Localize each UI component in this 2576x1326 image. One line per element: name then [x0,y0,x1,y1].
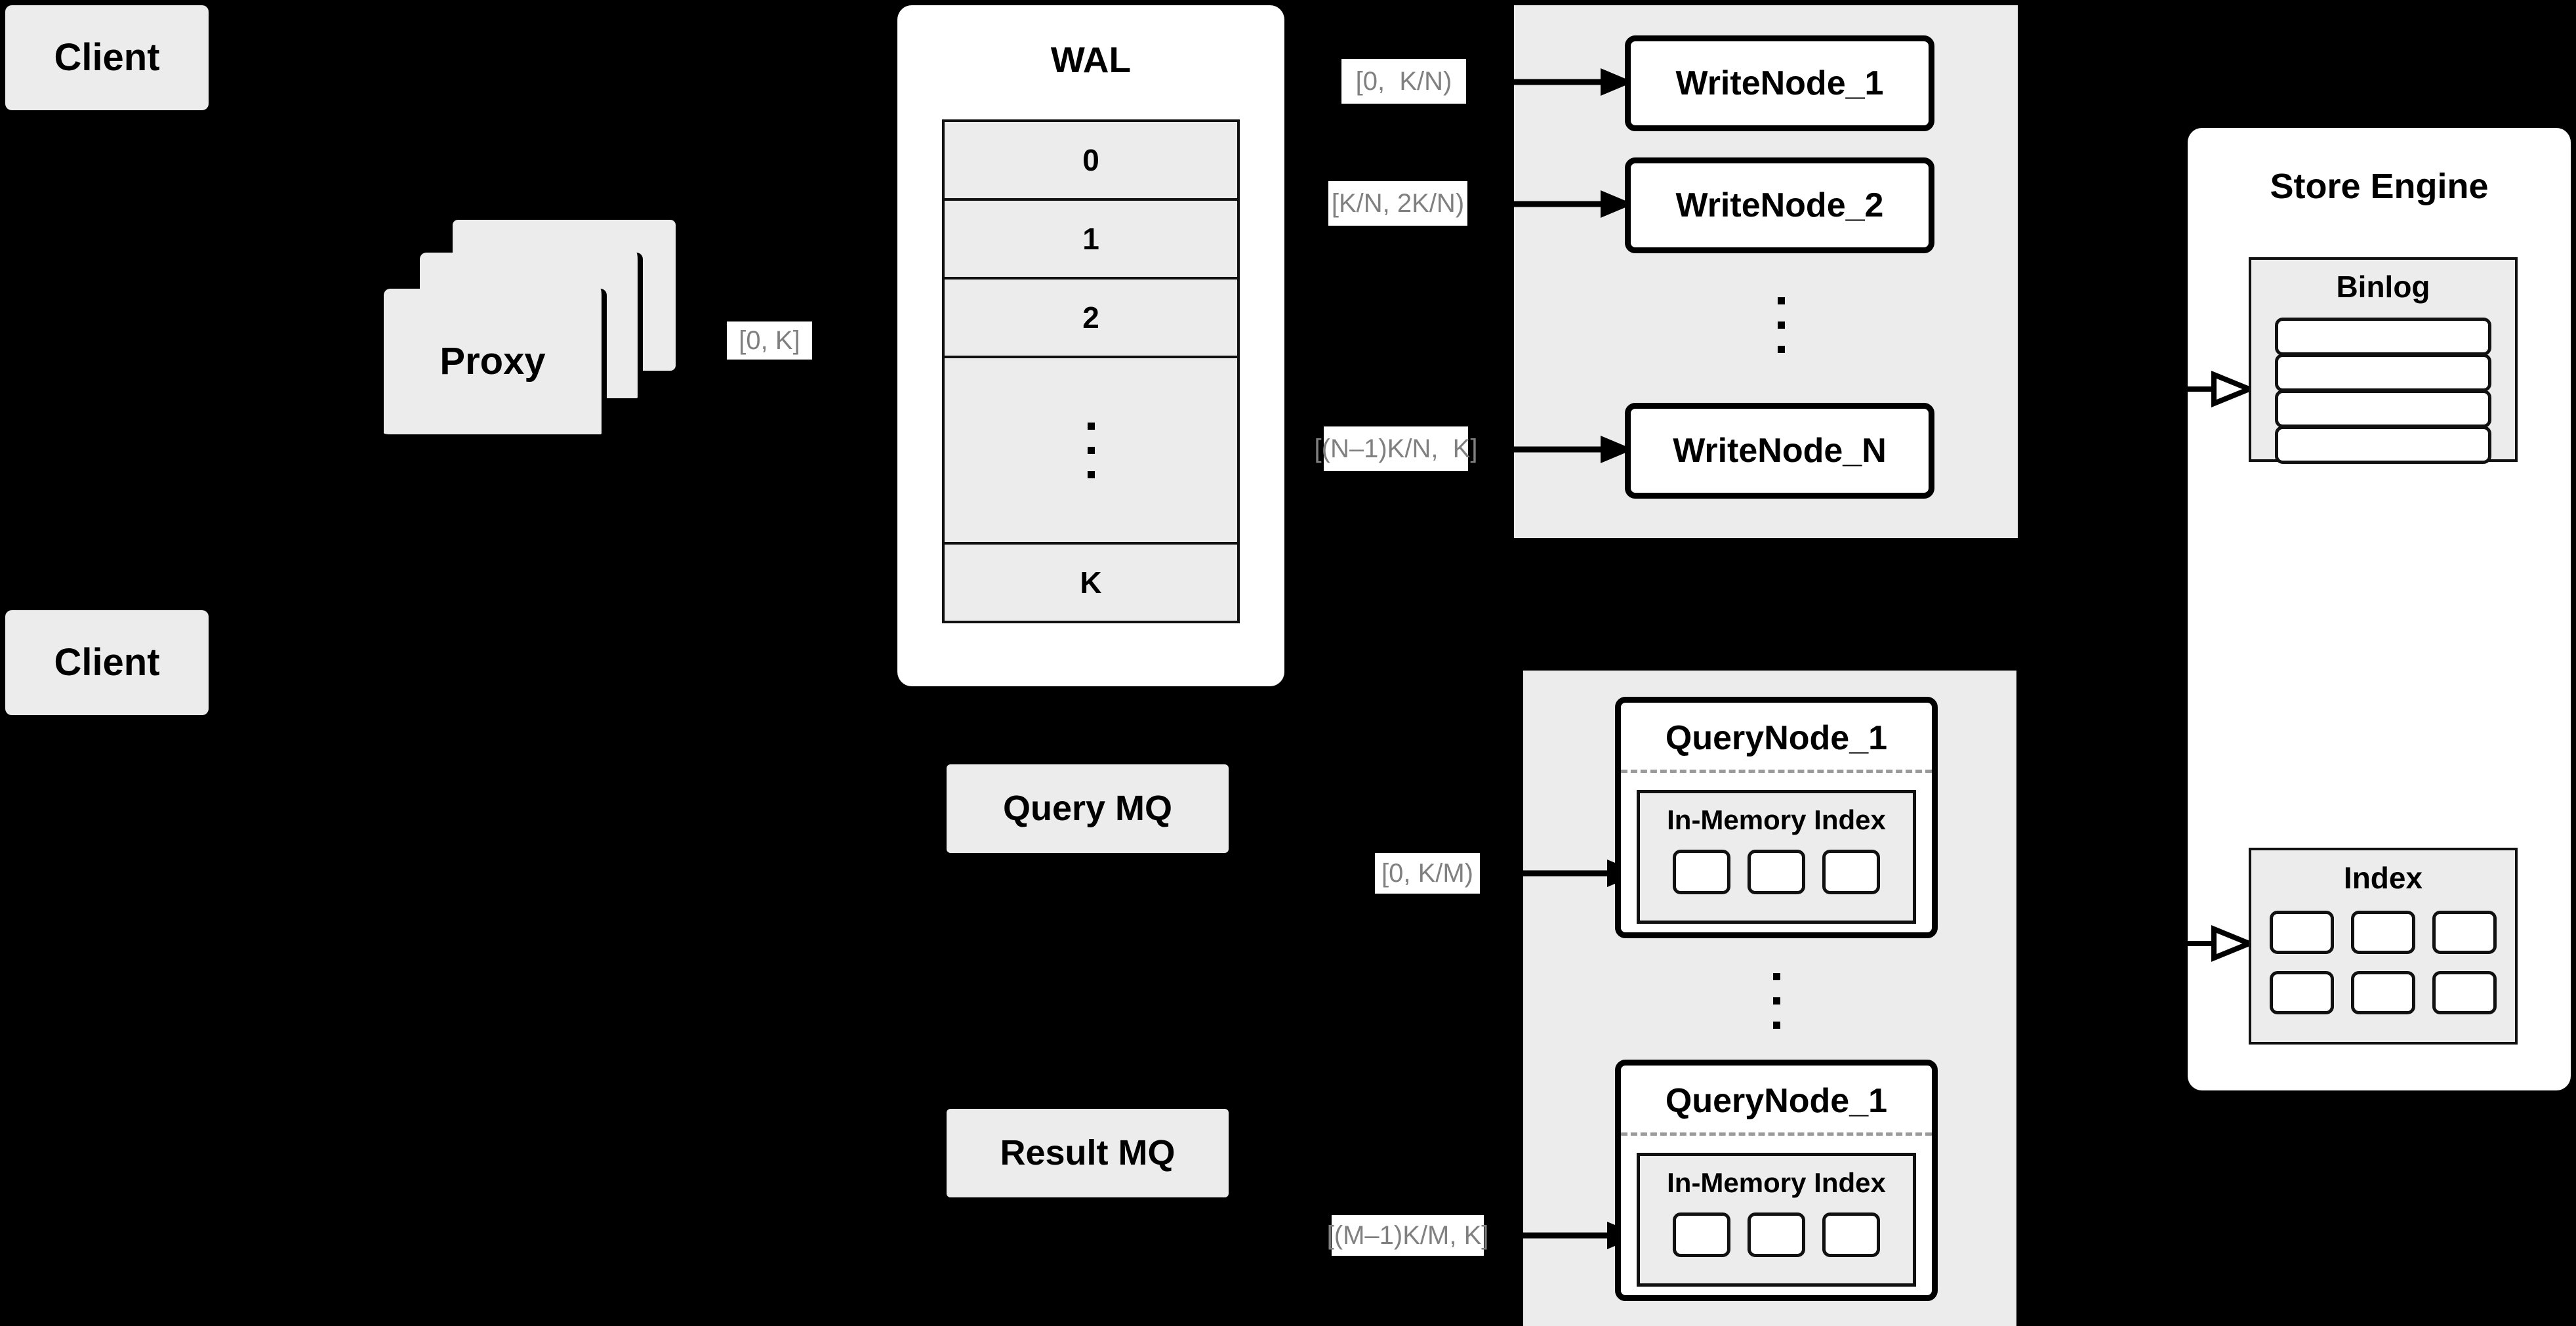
wal-entry-0: 0 [945,122,1237,201]
index-cell-2-2 [2351,971,2415,1014]
write-range-label-2: [K/N, 2K/N) [1328,181,1467,226]
write-node-1-label: WriteNode_1 [1675,64,1884,102]
query-mq-box[interactable]: Query MQ [947,764,1229,853]
client-box-2[interactable]: Client [5,610,209,715]
write-node-2-label: WriteNode_2 [1675,186,1884,224]
proxy-label: Proxy [440,339,546,383]
write-node-n[interactable]: WriteNode_N [1625,403,1934,499]
vertical-ellipsis-icon-write-group [1765,276,1797,374]
index-cell-2-1 [2270,971,2334,1014]
index-grid-row-2 [2270,971,2497,1014]
wal-title: WAL [1050,39,1132,81]
client-label-2: Client [54,640,160,684]
query-node-2-in-memory-index-title: In-Memory Index [1667,1167,1886,1198]
store-engine-title: Store Engine [2270,166,2489,206]
client-box-1[interactable]: Client [5,5,209,110]
wal-entry-2: 2 [945,280,1237,358]
query-mq-label: Query MQ [1002,789,1173,829]
index-cell-1-3 [2432,911,2497,954]
wal-entry-ellipsis [945,358,1237,545]
result-mq-label: Result MQ [1000,1133,1176,1173]
wal-entry-k: K [1080,566,1102,600]
wal-entry-1: 1 [945,201,1237,280]
query-range-label-2: [(M–1)K/M, K] [1327,1215,1488,1256]
query-node-1-divider [1621,770,1932,773]
write-node-1[interactable]: WriteNode_1 [1625,35,1934,131]
client-label-1: Client [54,35,160,79]
query-node-1-in-memory-index: In-Memory Index [1637,790,1916,924]
query-node-2-divider [1621,1132,1932,1136]
wal-entry-list: 0 1 2 K [942,119,1240,623]
vertical-ellipsis-icon-query-group [1760,951,1793,1050]
solid-arrow-icon-write-2 [1509,190,1633,218]
query-node-2-in-memory-index: In-Memory Index [1637,1153,1916,1287]
query-node-1-in-memory-index-title: In-Memory Index [1667,804,1886,835]
binlog-row-4 [2275,426,2491,464]
query-node-2-index-slot-2 [1748,1212,1805,1257]
index-cell-1-2 [2351,911,2415,954]
proxy-output-range-label: [0, K] [727,321,812,360]
hollow-arrow-icon-index [2173,925,2257,962]
query-node-1-index-slot-1 [1673,850,1730,894]
vertical-ellipsis-icon [1087,422,1095,478]
query-node-1-label: QueryNode_1 [1665,718,1888,757]
query-node-2-index-slot-3 [1822,1212,1880,1257]
binlog-row-1 [2275,318,2491,356]
binlog-title: Binlog [2336,269,2430,304]
query-node-1-index-slot-3 [1822,850,1880,894]
index-title: Index [2343,860,2423,895]
query-node-2-label: QueryNode_1 [1665,1081,1888,1120]
query-node-2-index-slot-1 [1673,1212,1730,1257]
index-cell-2-3 [2432,971,2497,1014]
binlog-row-2 [2275,354,2491,392]
write-node-2[interactable]: WriteNode_2 [1625,157,1934,253]
index-cell-1-1 [2270,911,2334,954]
write-range-label-1: [0, K/N) [1341,59,1466,104]
hollow-arrow-icon-binlog [2173,371,2257,407]
proxy-box[interactable]: Proxy [384,289,607,440]
store-engine-index-section: Index [2249,848,2518,1045]
query-range-label-1: [0, K/M) [1375,853,1480,894]
write-range-label-n: [(N–1)K/N, K] [1315,426,1477,471]
solid-arrow-icon-write-n [1509,436,1633,463]
result-mq-box[interactable]: Result MQ [947,1109,1229,1197]
index-grid-row-1 [2270,911,2497,954]
binlog-row-3 [2275,390,2491,428]
query-node-2[interactable]: QueryNode_1 In-Memory Index [1615,1060,1938,1301]
store-engine-binlog-section: Binlog [2249,257,2518,464]
solid-arrow-icon-write-1 [1509,68,1633,96]
write-node-n-label: WriteNode_N [1673,431,1887,470]
query-node-1[interactable]: QueryNode_1 In-Memory Index [1615,697,1938,938]
query-node-1-index-slot-2 [1748,850,1805,894]
